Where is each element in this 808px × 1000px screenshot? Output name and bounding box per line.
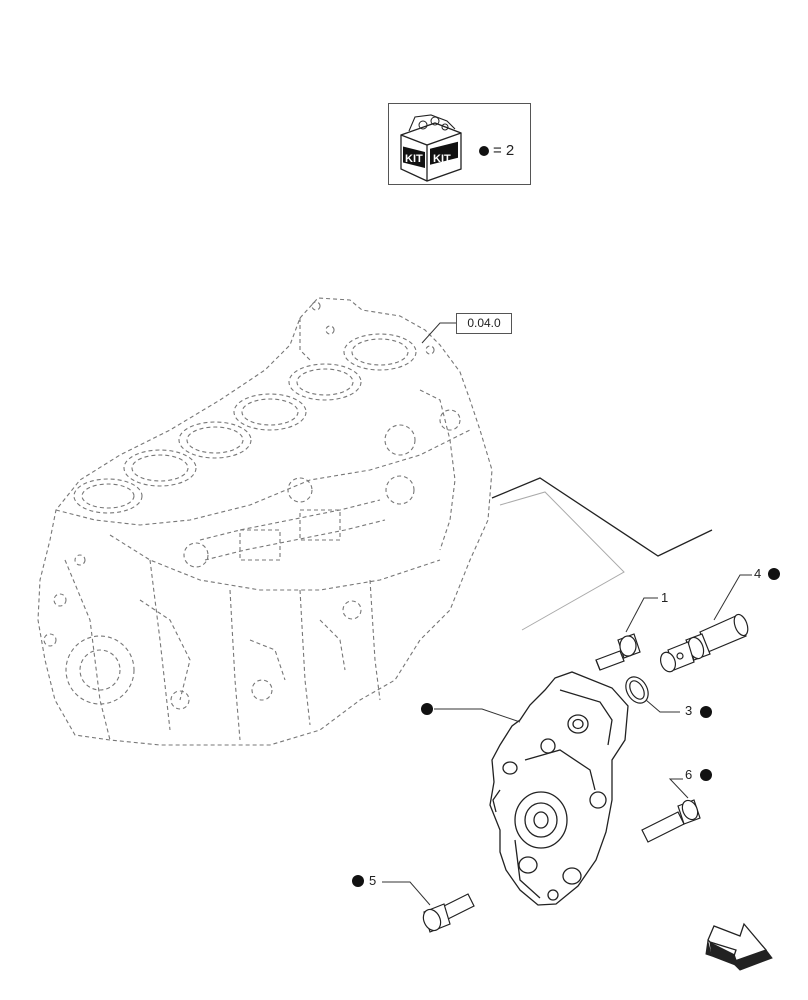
kit-legend: KIT KIT = 2 [388, 103, 531, 185]
callout-6[interactable]: 6 [685, 767, 693, 782]
kit-dot-icon [421, 703, 433, 715]
kit-quantity: = 2 [479, 142, 514, 159]
part-1-screw [595, 633, 641, 671]
svg-text:KIT: KIT [433, 153, 451, 165]
reference-leader [421, 322, 456, 344]
callout-4[interactable]: 4 [754, 566, 762, 581]
direction-arrow-icon [705, 922, 773, 971]
part-3-o-ring [625, 676, 649, 704]
callout-5[interactable]: 5 [369, 873, 377, 888]
kit-dot-icon [700, 769, 712, 781]
part-4-valve [659, 613, 749, 673]
kit-markers [352, 568, 780, 887]
mounting-plane-lines [491, 477, 713, 631]
kit-box-icon: KIT KIT [400, 114, 462, 182]
callout-1[interactable]: 1 [661, 590, 669, 605]
kit-dot-icon [479, 146, 489, 157]
engine-block-outline [37, 297, 493, 746]
callout-leaders [382, 574, 752, 906]
callout-3[interactable]: 3 [685, 703, 693, 718]
kit-quantity-label: = 2 [493, 142, 515, 159]
kit-dot-icon [352, 875, 364, 887]
kit-dot-icon [768, 568, 780, 580]
part-6-screw [641, 799, 701, 843]
kit-dot-icon [700, 706, 712, 718]
part-5-screw [422, 893, 475, 933]
reference-box[interactable]: 0.04.0 [456, 313, 512, 334]
svg-text:KIT: KIT [405, 153, 423, 165]
cover-housing [489, 671, 629, 906]
